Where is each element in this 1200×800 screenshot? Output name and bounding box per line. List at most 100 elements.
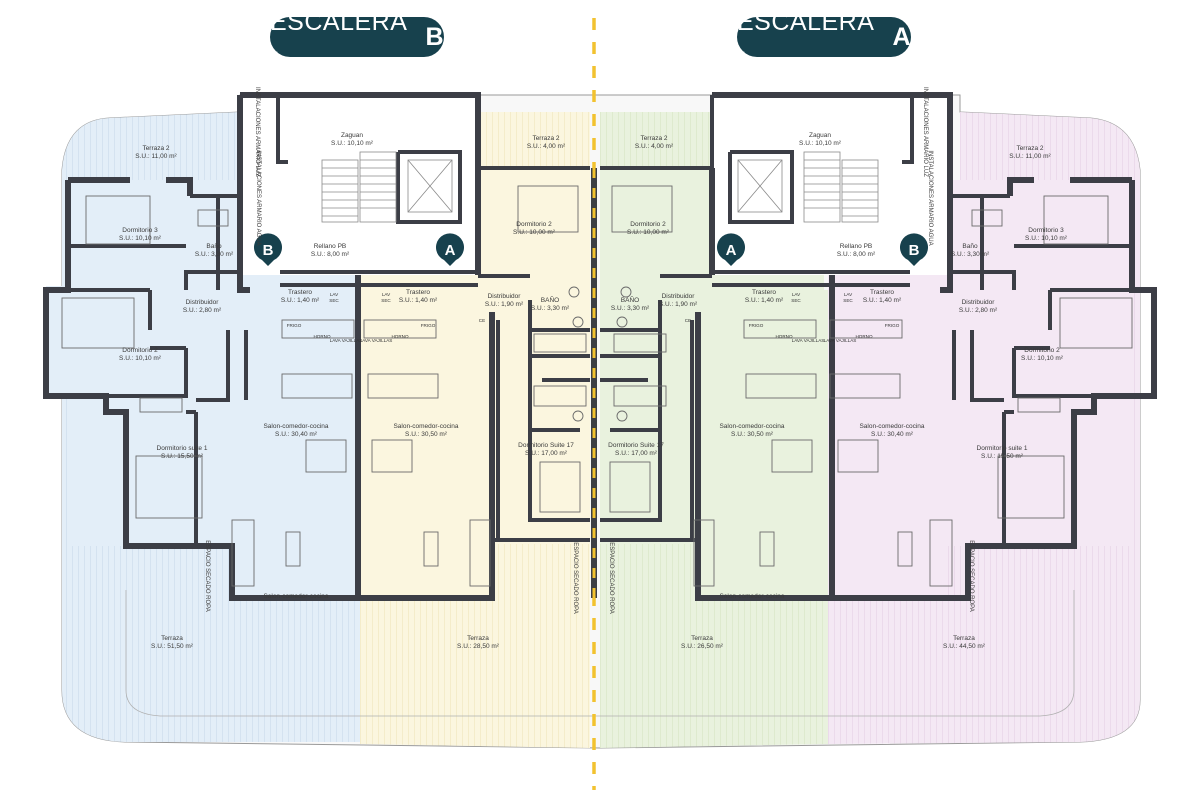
svg-text:FRIGO: FRIGO <box>287 323 302 328</box>
room-name: Baño <box>206 243 222 250</box>
room-area: S.U.: 30,50 m² <box>731 431 774 438</box>
room-name: Dormitorio 2 <box>630 221 666 228</box>
furniture <box>61 185 1133 587</box>
svg-text:LAVA VAJILLAS: LAVA VAJILLAS <box>792 338 825 343</box>
room-area: S.U.: 11,00 m² <box>135 153 177 160</box>
room-name: INSTALACIONES ARMARIO LUZ <box>254 87 260 177</box>
room-area: S.U.: 30,50 m² <box>405 431 448 438</box>
room-area: S.U.: 17,00 m² <box>615 450 658 457</box>
room-name: Dormitorio 3 <box>122 227 158 234</box>
fixture-labels: FRIGO HORNO LAVA VAJILLAS FRIGO HORNO LA… <box>287 292 900 343</box>
svg-text:CE: CE <box>685 318 691 323</box>
room-area: S.U.: 2,80 m² <box>183 307 222 314</box>
room-name: Distribuidor <box>962 299 996 306</box>
room-area: S.U.: 30,40 m² <box>275 431 318 438</box>
room-name: Terraza <box>691 635 713 642</box>
room-area: S.U.: 3,30 m² <box>531 305 570 312</box>
room-name: Salon-comedor-cocina <box>263 423 328 430</box>
room-name: Distribuidor <box>662 293 696 300</box>
room-area: S.U.: 1,40 m² <box>863 297 902 304</box>
room-labels: Terraza 2 S.U.: 11,00 m² Zaguan S.U.: 10… <box>119 87 1068 650</box>
room-area: S.U.: 17,00 m² <box>525 450 568 457</box>
room-area: S.U.: 1,90 m² <box>485 301 524 308</box>
room-name: Terraza <box>953 635 975 642</box>
room-name: Salon-comedor-cocina <box>719 423 784 430</box>
unit-zones <box>46 95 1140 748</box>
room-area: S.U.: 30,40 m² <box>871 431 914 438</box>
svg-text:CE: CE <box>479 318 485 323</box>
room-area: S.U.: 1,90 m² <box>659 301 698 308</box>
svg-text:LAV: LAV <box>844 292 853 297</box>
svg-text:HORNO: HORNO <box>775 334 793 339</box>
room-name: Distribuidor <box>186 299 220 306</box>
room-name: Salon-comedor-cocina <box>263 593 328 600</box>
stair-a-badge: ESCALERA - A <box>737 8 911 65</box>
room-name: Dormitorio Suite 17 <box>608 442 664 449</box>
room-area: S.U.: 3,30 m² <box>951 251 990 258</box>
room-name: Baño <box>962 243 978 250</box>
room-area: S.U.: 4,00 m² <box>527 143 566 150</box>
room-name: INSTALACIONES ARMARIO AGUA <box>255 150 261 245</box>
room-area: S.U.: 11,00 m² <box>1009 153 1051 160</box>
room-name: Salon-comedor-cocina <box>393 423 458 430</box>
stair-b-badge: ESCALERA - B <box>270 8 444 65</box>
room-area: S.U.: 28,50 m² <box>457 643 500 650</box>
room-name: Dormitorio suite 1 <box>977 445 1028 452</box>
room-area: S.U.: 44,50 m² <box>943 643 986 650</box>
svg-text:FRIGO: FRIGO <box>885 323 900 328</box>
room-area: S.U.: 10,10 m² <box>799 140 842 147</box>
svg-text:LAVA VAJILLAS: LAVA VAJILLAS <box>360 338 393 343</box>
room-area: S.U.: 8,00 m² <box>311 251 350 258</box>
room-name: BAÑO <box>541 295 559 304</box>
room-area: S.U.: 15,50 m² <box>981 453 1024 460</box>
room-name: Salon-comedor-cocina <box>859 423 924 430</box>
room-area: S.U.: 10,10 m² <box>1025 235 1068 242</box>
marker-b-right: B <box>900 233 929 266</box>
room-name: Dormitorio 2 <box>1024 347 1060 354</box>
room-name: Terraza 2 <box>532 135 559 142</box>
stair-flights <box>321 151 879 223</box>
room-name: Terraza 2 <box>640 135 667 142</box>
terrace-inner-line <box>125 590 1075 717</box>
room-area: S.U.: 1,40 m² <box>399 297 438 304</box>
room-name: Salon-comedor-cocina <box>719 593 784 600</box>
svg-text:SEC: SEC <box>791 298 801 303</box>
room-area: S.U.: 2,80 m² <box>959 307 998 314</box>
room-name: ESPACIO SECADO ROPA <box>204 540 210 611</box>
stair-a-letter: A <box>892 22 911 51</box>
room-name: Trastero <box>752 289 776 296</box>
marker-a-right: A <box>717 233 746 266</box>
room-name: BAÑO <box>621 295 639 304</box>
svg-text:LAV: LAV <box>792 292 801 297</box>
room-area: S.U.: 4,00 m² <box>635 143 674 150</box>
walls <box>43 92 1157 601</box>
svg-text:HORNO: HORNO <box>313 334 331 339</box>
room-area: S.U.: 8,00 m² <box>837 251 876 258</box>
room-name: INSTALACIONES ARMARIO LUZ <box>922 87 928 177</box>
room-area: S.U.: 10,00 m² <box>627 229 670 236</box>
room-name: ESPACIO SECADO ROPA <box>968 540 974 611</box>
room-name: ESPACIO SECADO ROPA <box>608 542 614 613</box>
svg-text:LAV: LAV <box>330 292 339 297</box>
svg-text:B: B <box>263 242 274 259</box>
room-name: Terraza 2 <box>1016 145 1043 152</box>
room-area: S.U.: 10,00 m² <box>513 229 556 236</box>
svg-text:A: A <box>445 242 456 259</box>
room-area: S.U.: 15,50 m² <box>161 453 204 460</box>
room-area: S.U.: 3,30 m² <box>195 251 234 258</box>
room-name: Dormitorio suite 1 <box>157 445 208 452</box>
svg-text:LAV: LAV <box>382 292 391 297</box>
svg-text:SEC: SEC <box>843 298 853 303</box>
svg-text:LAVA VAJILLAS: LAVA VAJILLAS <box>824 338 857 343</box>
marker-b-left: B <box>254 233 282 266</box>
room-area: S.U.: 10,10 m² <box>119 355 162 362</box>
room-area: S.U.: 10,10 m² <box>1021 355 1064 362</box>
room-name: ESPACIO SECADO ROPA <box>572 542 578 613</box>
room-name: Terraza <box>467 635 489 642</box>
room-area: S.U.: 26,50 m² <box>681 643 724 650</box>
room-name: Dormitorio 2 <box>122 347 158 354</box>
room-name: Terraza 2 <box>142 145 169 152</box>
room-area: S.U.: 1,40 m² <box>281 297 320 304</box>
room-name: Zaguan <box>809 132 831 139</box>
